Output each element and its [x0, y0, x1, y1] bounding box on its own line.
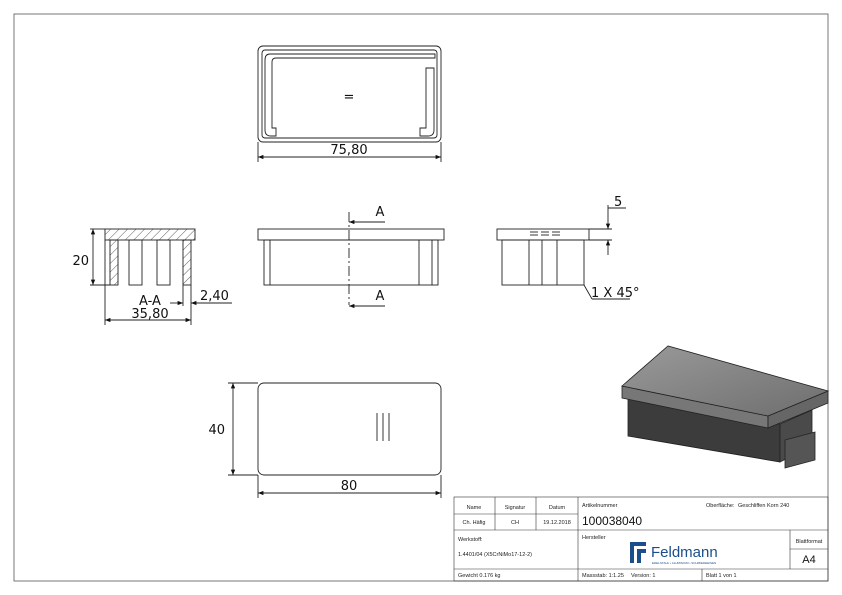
isometric-view: [621, 345, 830, 469]
tb-article-label: Artikelnummer: [582, 503, 618, 509]
sheet-frame: [13, 13, 829, 582]
dim-top-width: 75,80: [330, 143, 367, 158]
side-view: [496, 205, 630, 300]
tb-maker-label: Hersteller: [582, 535, 606, 541]
bottom-view: [228, 382, 442, 498]
dim-bottom-width: 80: [341, 479, 358, 494]
tb-name-value: Ch. Häfig: [463, 520, 486, 526]
tb-material-label: Werkstoff:: [458, 537, 483, 543]
tb-article-value: 100038040: [582, 514, 642, 528]
section-view: [90, 228, 232, 325]
tb-surface-label: Oberfläche:: [706, 503, 735, 509]
tb-signature-value: CH: [511, 520, 519, 526]
dim-bottom-height: 40: [208, 423, 225, 438]
dim-section-width: 35,80: [131, 307, 168, 322]
tb-surface-value: Geschliffen Korn 240: [738, 503, 789, 509]
feldmann-logo: Feldmann EDELSTAHL • ALUMINIUM • SCHMIED…: [630, 542, 718, 565]
dim-wall-thickness: 2,40: [200, 289, 229, 304]
brand-tagline: EDELSTAHL • ALUMINIUM • SCHMIEDEEISEN: [652, 561, 716, 565]
tb-version: Version: 1: [631, 573, 655, 579]
top-view: [257, 45, 442, 162]
title-block: [453, 496, 829, 582]
tb-name-label: Name: [467, 505, 482, 511]
dim-chamfer: 1 X 45°: [591, 286, 639, 301]
section-label: A-A: [139, 294, 161, 309]
tb-material-value: 1.4401/04 (X5CrNiMo17-12-2): [458, 552, 532, 558]
tb-signature-label: Signatur: [505, 505, 526, 511]
tb-format-value: A4: [802, 554, 815, 566]
top-symbol: =: [344, 90, 355, 105]
tb-weight: Gewicht 0.176 kg: [458, 573, 501, 579]
dim-section-height: 20: [72, 254, 89, 269]
front-view: [257, 212, 445, 309]
section-marker-bottom: A: [376, 289, 385, 304]
tb-format-label: Blattformat: [796, 539, 823, 545]
dim-side-offset: 5: [614, 195, 622, 210]
brand-name: Feldmann: [651, 544, 718, 561]
section-marker-top: A: [376, 205, 385, 220]
tb-date-label: Datum: [549, 505, 566, 511]
tb-sheet: Blatt 1 von 1: [706, 573, 737, 579]
tb-date-value: 19.12.2018: [543, 520, 571, 526]
tb-scale: Massstab: 1:1.25: [582, 573, 624, 579]
